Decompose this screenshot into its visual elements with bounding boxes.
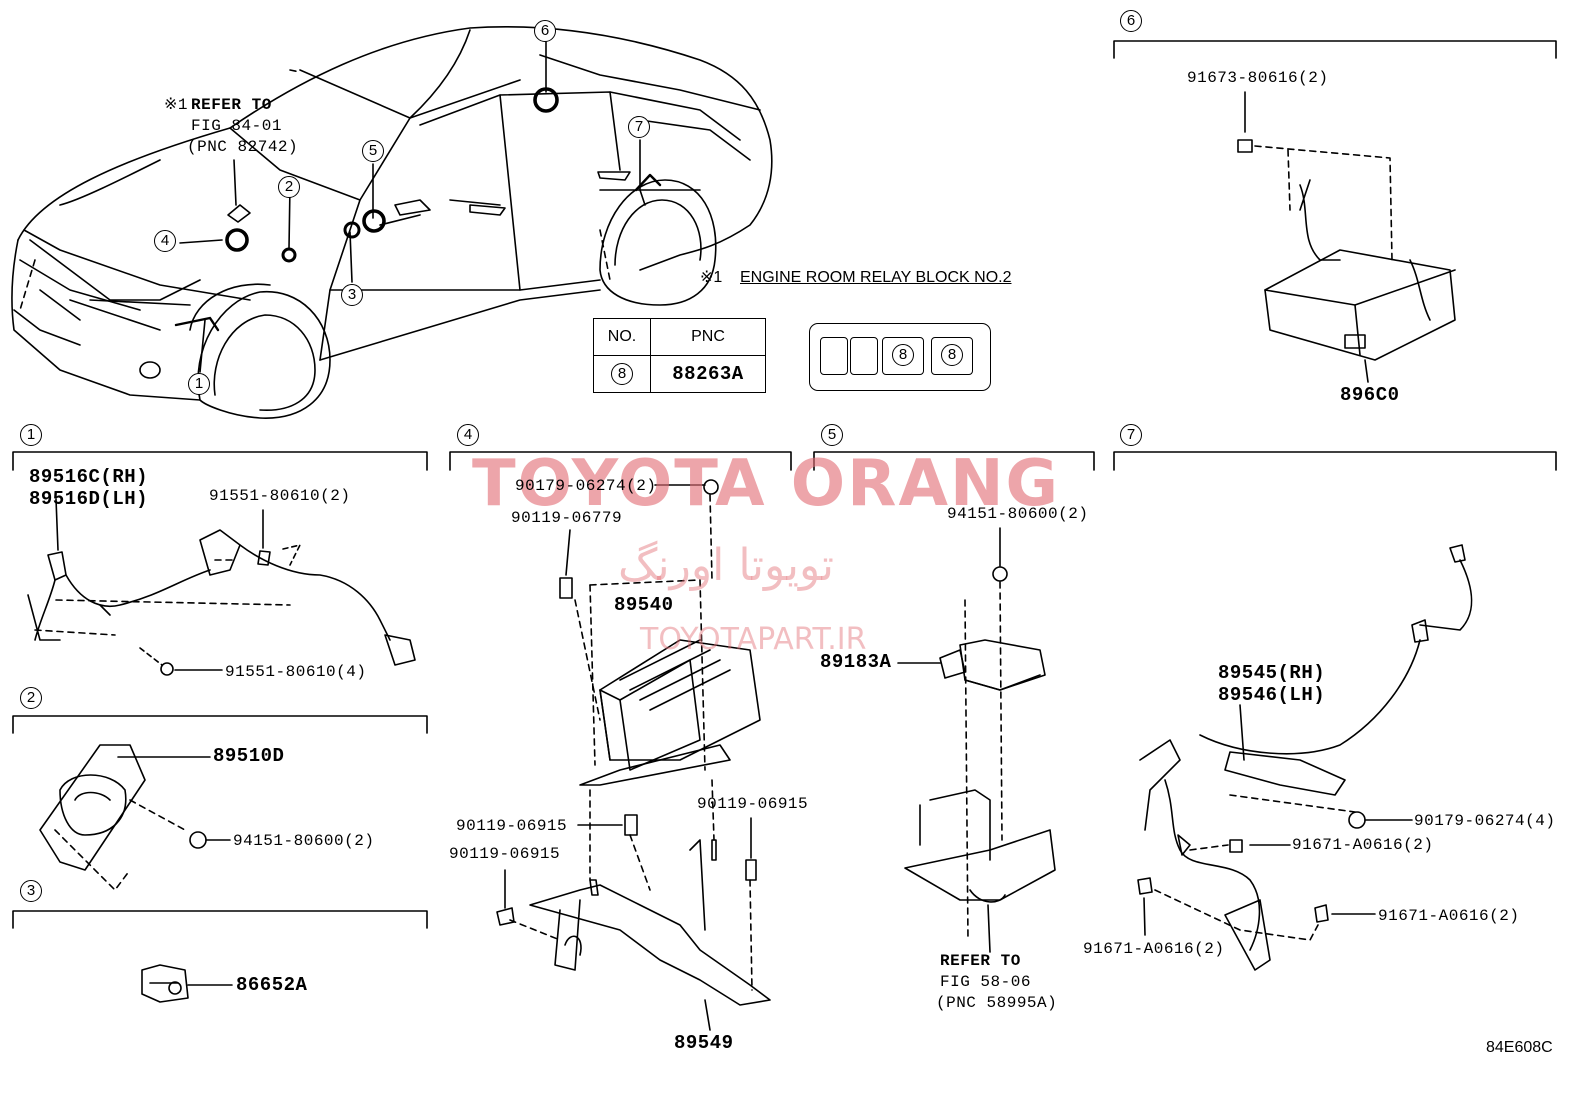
callout-1: 1 [188, 373, 210, 395]
refer-note-mark: ※1 [164, 96, 189, 114]
s4-bolt-a: 90119-06915 [456, 817, 568, 835]
section-7-drawing [1137, 544, 1473, 971]
section-2-drawing [39, 744, 231, 891]
section-6-number: 6 [1120, 10, 1142, 32]
relay-slot-2 [850, 337, 878, 375]
s2-part: 89510D [213, 745, 285, 767]
s5-refer-line3: (PNC 58995A) [936, 994, 1058, 1012]
s4-bracket: 89549 [674, 1032, 734, 1054]
relay-slot-1 [820, 337, 848, 375]
callout-4: 4 [154, 230, 176, 252]
relay-block: 8 8 [809, 323, 991, 391]
callout-2: 2 [278, 176, 300, 198]
relay-slot-3-no: 8 [892, 344, 914, 366]
section-4-drawing [496, 479, 771, 1031]
diagram-id: 84E608C [1486, 1039, 1553, 1056]
relay-slot-4-no: 8 [941, 344, 963, 366]
section-1-number: 1 [20, 424, 42, 446]
section-3-drawing [141, 964, 233, 1003]
s7-bolt-c: 91671-A0616(2) [1083, 940, 1225, 958]
s1-bolt-b: 91551-80610(4) [225, 663, 367, 681]
s4-nut-top: 90179-06274(2) [515, 477, 657, 495]
footnote-mark: ※1 [700, 269, 723, 286]
s5-refer-line2: FIG 58-06 [940, 973, 1031, 991]
refer-note-line1: REFER TO [191, 96, 272, 114]
callout-6: 6 [534, 20, 556, 42]
refer-note-line3: (PNC 82742) [187, 138, 299, 156]
section-5-drawing [897, 527, 1056, 953]
relay-slot-3: 8 [882, 337, 924, 375]
s7-bolt-b: 91671-A0616(2) [1378, 907, 1520, 925]
pnc-header-no: NO. [593, 318, 651, 356]
s2-nut: 94151-80600(2) [233, 832, 375, 850]
pnc-row-no: 8 [611, 363, 633, 385]
section-5-number: 5 [821, 424, 843, 446]
car-location-markers [174, 87, 662, 332]
watermark-brand: TOYOTA ORANG [472, 447, 1061, 521]
relay-slot-4: 8 [931, 337, 973, 375]
section-7-number: 7 [1120, 424, 1142, 446]
callout-5: 5 [362, 140, 384, 162]
s7-part-lh: 89546(LH) [1218, 684, 1326, 706]
section-6-drawing [1237, 91, 1456, 383]
car-illustration [11, 26, 773, 419]
pnc-table: NO. PNC 8 88263A [593, 318, 766, 393]
s1-part-lh: 89516D(LH) [29, 488, 149, 510]
section-4-number: 4 [457, 424, 479, 446]
pnc-header-pnc: PNC [650, 318, 766, 356]
s4-bolt-b: 90119-06915 [697, 795, 809, 813]
s5-refer-line1: REFER TO [940, 952, 1021, 970]
s7-part-rh: 89545(RH) [1218, 662, 1326, 684]
refer-note-line2: FIG 84-01 [191, 117, 282, 135]
s1-part-rh: 89516C(RH) [29, 466, 149, 488]
pnc-row-pnc: 88263A [650, 355, 766, 393]
s6-screw-label: 91673-80616(2) [1187, 69, 1329, 87]
section-2-number: 2 [20, 687, 42, 709]
s4-bolt-c: 90119-06915 [449, 845, 561, 863]
callout-7: 7 [628, 116, 650, 138]
section-3-number: 3 [20, 880, 42, 902]
s5-sensor: 89183A [820, 651, 892, 673]
s7-bolt-a: 91671-A0616(2) [1292, 836, 1434, 854]
s1-bolt-a: 91551-80610(2) [209, 487, 351, 505]
s7-nut: 90179-06274(4) [1414, 812, 1556, 830]
s6-module-label: 896C0 [1340, 384, 1400, 406]
section-1-drawing [27, 498, 416, 676]
s5-nut: 94151-80600(2) [947, 505, 1089, 523]
s4-ecu: 89540 [614, 594, 674, 616]
s4-bolt-top: 90119-06779 [511, 509, 623, 527]
watermark-persian: تویوتا اورنگ [618, 540, 834, 591]
callout-3: 3 [341, 284, 363, 306]
footnote-text: ENGINE ROOM RELAY BLOCK NO.2 [740, 269, 1012, 286]
watermark-site: TOYOTAPART.IR [640, 622, 867, 657]
s3-part: 86652A [236, 974, 308, 996]
